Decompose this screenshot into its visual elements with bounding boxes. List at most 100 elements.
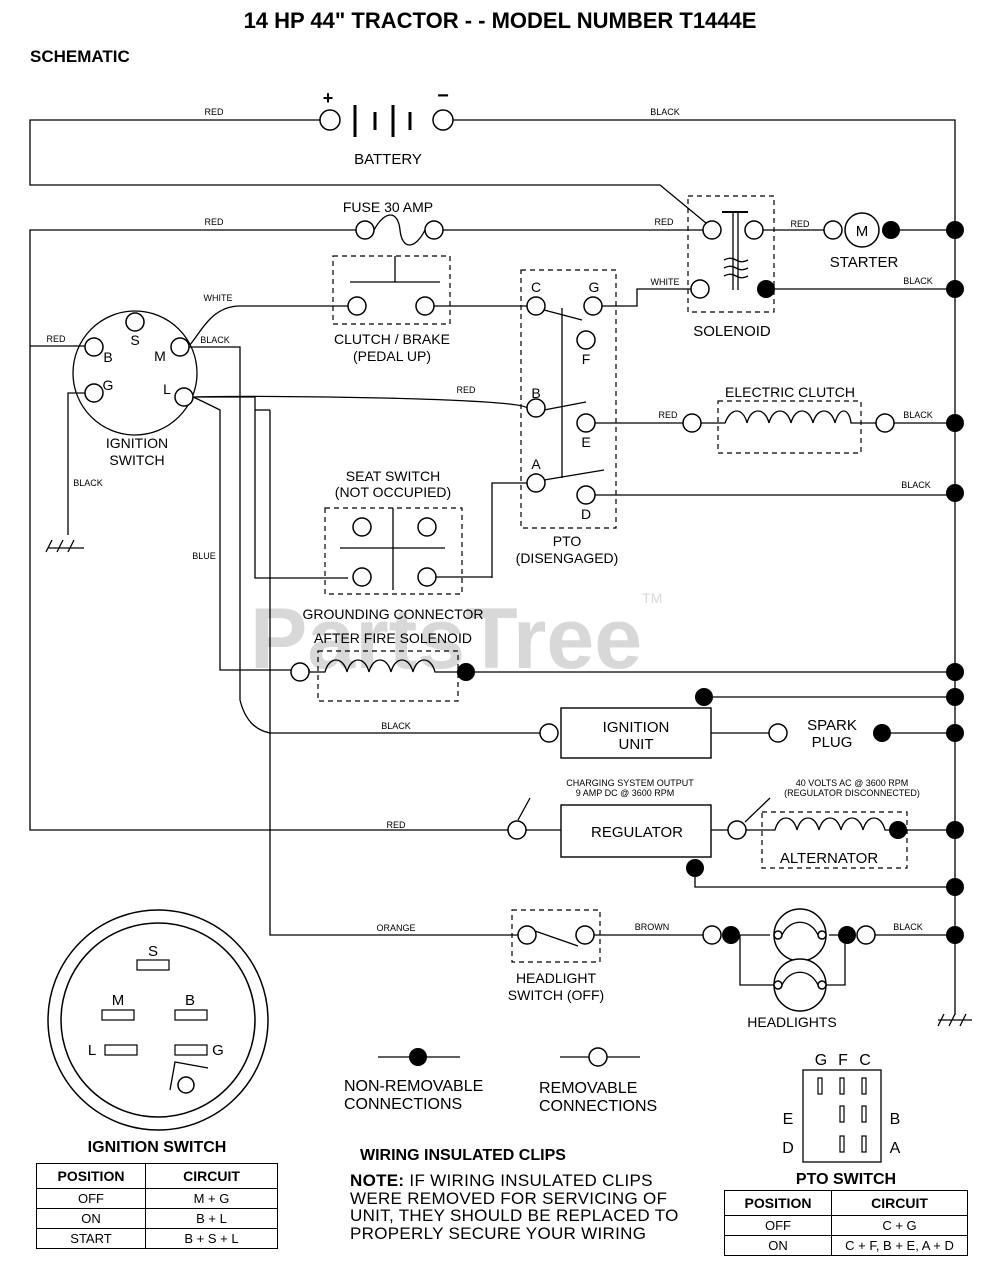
- svg-text:S: S: [130, 332, 139, 348]
- regulator: RED CHARGING SYSTEM OUTPUT 9 AMP DC @ 36…: [29, 346, 964, 896]
- svg-text:40 VOLTS AC @ 3600 RPM: 40 VOLTS AC @ 3600 RPM: [796, 778, 909, 788]
- svg-text:M: M: [856, 223, 869, 240]
- svg-text:D: D: [581, 506, 591, 522]
- svg-text:F: F: [838, 1052, 848, 1069]
- svg-text:M: M: [112, 992, 125, 1009]
- svg-text:IGNITION: IGNITION: [603, 719, 670, 736]
- svg-text:AFTER FIRE SOLENOID: AFTER FIRE SOLENOID: [314, 630, 472, 646]
- pto-switch-face: G F C E D B A: [782, 1052, 901, 1163]
- svg-text:HEADLIGHT: HEADLIGHT: [516, 970, 597, 986]
- svg-text:NON-REMOVABLE: NON-REMOVABLE: [344, 1078, 483, 1095]
- svg-text:L: L: [163, 381, 171, 397]
- svg-text:RED: RED: [204, 107, 224, 117]
- ignition-switch-table-caption: IGNITION SWITCH: [87, 1139, 227, 1156]
- svg-text:−: −: [437, 85, 449, 107]
- svg-text:A: A: [890, 1140, 901, 1157]
- svg-text:G: G: [815, 1052, 827, 1069]
- svg-text:G: G: [212, 1042, 224, 1059]
- svg-text:B: B: [185, 992, 195, 1009]
- svg-text:IGNITION: IGNITION: [106, 435, 168, 451]
- svg-text:ALTERNATOR: ALTERNATOR: [780, 850, 879, 867]
- svg-text:A: A: [531, 456, 541, 472]
- svg-text:ORANGE: ORANGE: [376, 923, 415, 933]
- svg-text:RED: RED: [654, 217, 674, 227]
- svg-text:ELECTRIC CLUTCH: ELECTRIC CLUTCH: [725, 384, 855, 400]
- wiring-clips-heading: WIRING INSULATED CLIPS: [360, 1147, 566, 1164]
- clutch-brake-switch: WHITE CLUTCH / BRAKE (PEDAL UP): [187, 255, 528, 364]
- svg-text:RED: RED: [46, 334, 66, 344]
- svg-text:BROWN: BROWN: [635, 922, 670, 932]
- svg-text:BLACK: BLACK: [901, 480, 931, 490]
- svg-text:D: D: [782, 1140, 794, 1157]
- svg-text:L: L: [88, 1042, 96, 1059]
- svg-text:GROUNDING CONNECTOR: GROUNDING CONNECTOR: [303, 606, 484, 622]
- svg-text:RED: RED: [658, 410, 678, 420]
- seat-switch: SEAT SWITCH (NOT OCCUPIED) GROUNDING CON…: [303, 468, 492, 622]
- fuse-30-amp: FUSE 30 AMP RED RED: [29, 199, 703, 346]
- watermark: PartsTreeTM: [250, 590, 663, 687]
- headlight-circuit: ORANGE HEADLIGHT SWITCH (OFF) BROWN BLAC…: [376, 908, 972, 1030]
- ignition-unit: BLACK IGNITION UNIT SPARK PLUG: [239, 688, 964, 759]
- svg-text:FUSE 30 AMP: FUSE 30 AMP: [343, 199, 433, 215]
- svg-text:BLACK: BLACK: [73, 478, 103, 488]
- svg-text:C: C: [859, 1052, 871, 1069]
- solenoid-label: SOLENOID: [693, 323, 771, 340]
- svg-text:CLUTCH / BRAKE: CLUTCH / BRAKE: [334, 331, 450, 347]
- svg-text:WHITE: WHITE: [651, 277, 680, 287]
- svg-text:RED: RED: [456, 385, 476, 395]
- after-fire-solenoid: AFTER FIRE SOLENOID: [290, 630, 964, 702]
- svg-text:UNIT: UNIT: [619, 736, 654, 753]
- svg-text:E: E: [581, 434, 590, 450]
- connection-legend: NON-REMOVABLE CONNECTIONS REMOVABLE CONN…: [344, 1047, 657, 1115]
- svg-text:SWITCH (OFF): SWITCH (OFF): [508, 987, 604, 1003]
- svg-text:RED: RED: [204, 217, 224, 227]
- battery-label: BATTERY: [354, 151, 422, 168]
- svg-text:PTO: PTO: [553, 533, 582, 549]
- svg-text:+: +: [323, 88, 334, 108]
- svg-text:REGULATOR: REGULATOR: [591, 824, 683, 841]
- svg-text:BLACK: BLACK: [650, 107, 680, 117]
- svg-text:REMOVABLE: REMOVABLE: [539, 1080, 637, 1097]
- svg-text:BLACK: BLACK: [200, 335, 230, 345]
- svg-text:WHITE: WHITE: [204, 293, 233, 303]
- svg-text:E: E: [783, 1111, 794, 1128]
- wiring-clips-note: NOTE: IF WIRING INSULATED CLIPS WERE REM…: [350, 1171, 679, 1243]
- svg-text:BLACK: BLACK: [903, 410, 933, 420]
- svg-text:B: B: [890, 1111, 901, 1128]
- svg-text:(DISENGAGED): (DISENGAGED): [516, 550, 619, 566]
- svg-text:BLACK: BLACK: [381, 721, 411, 731]
- svg-text:B: B: [531, 385, 540, 401]
- svg-text:(REGULATOR DISCONNECTED): (REGULATOR DISCONNECTED): [784, 788, 920, 798]
- svg-text:SPARK: SPARK: [807, 717, 857, 734]
- pto-switch: C G F B E A D PTO (DISENGAGED) WHITE RED…: [195, 269, 964, 578]
- alternator: 40 VOLTS AC @ 3600 RPM (REGULATOR DISCON…: [744, 778, 964, 869]
- solenoid: SOLENOID: [687, 195, 775, 340]
- page-title: 14 HP 44" TRACTOR - - MODEL NUMBER T1444…: [244, 8, 757, 33]
- svg-text:BLACK: BLACK: [893, 922, 923, 932]
- svg-text:CHARGING SYSTEM OUTPUT: CHARGING SYSTEM OUTPUT: [566, 778, 694, 788]
- svg-text:M: M: [154, 348, 166, 364]
- svg-text:S: S: [148, 943, 158, 960]
- svg-text:SEAT SWITCH: SEAT SWITCH: [346, 468, 440, 484]
- pto-switch-table-caption: PTO SWITCH: [795, 1171, 897, 1188]
- svg-text:RED: RED: [386, 820, 406, 830]
- svg-text:G: G: [103, 377, 114, 393]
- svg-text:(PEDAL UP): (PEDAL UP): [353, 348, 431, 364]
- battery: + − BATTERY RED BLACK: [29, 85, 956, 1015]
- schematic-label: SCHEMATIC: [30, 47, 130, 66]
- ignition-switch: S B M G L IGNITION SWITCH RED BLACK BLAC…: [30, 310, 528, 936]
- svg-text:G: G: [589, 279, 600, 295]
- ignition-switch-face: S M B L G: [47, 909, 269, 1131]
- svg-text:STARTER: STARTER: [830, 254, 899, 271]
- svg-text:9 AMP DC @ 3600 RPM: 9 AMP DC @ 3600 RPM: [576, 788, 675, 798]
- svg-text:BLACK: BLACK: [903, 276, 933, 286]
- svg-text:RED: RED: [790, 219, 810, 229]
- electric-clutch: ELECTRIC CLUTCH RED BLACK: [658, 384, 964, 454]
- svg-text:F: F: [582, 351, 591, 367]
